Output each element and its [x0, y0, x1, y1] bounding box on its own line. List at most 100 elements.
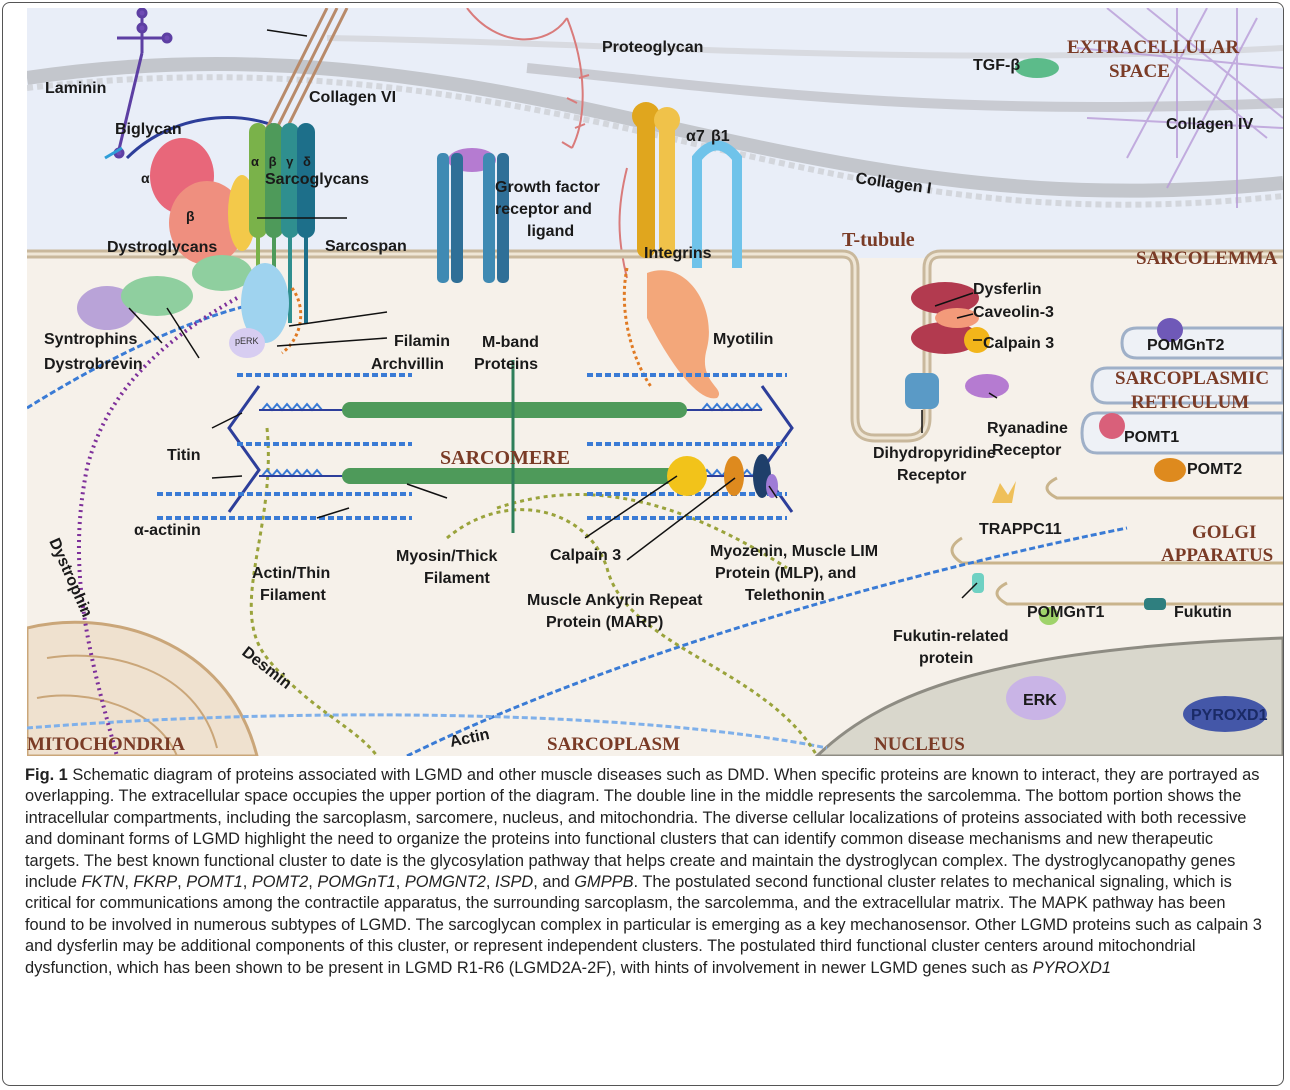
filamin-label: Filamin: [394, 333, 450, 350]
pomt1-label: POMT1: [1124, 429, 1179, 446]
t-tubule-label: T-tubule: [842, 229, 915, 251]
biglycan-label: Biglycan: [115, 121, 182, 138]
dysferlin-label: Dysferlin: [973, 281, 1041, 298]
marp-label-1: Muscle Ankyrin Repeat: [527, 592, 703, 609]
filamin-shape: [241, 263, 289, 343]
beta-label: β: [186, 208, 195, 224]
dystroglycans-label: Dystroglycans: [107, 239, 217, 256]
caption-text: Schematic diagram of proteins associated…: [25, 766, 1260, 892]
sarcoglycan-subunit-letters: α β γ δ: [251, 154, 314, 169]
z-line-left: [227, 385, 261, 513]
fkrp-label-2: protein: [919, 650, 973, 667]
growth-factor-label-1: Growth factor: [495, 179, 600, 196]
fkrp-shape: [972, 573, 984, 593]
calpain3-sarcomere-shape: [667, 456, 707, 496]
myosin-thick-label-2: Filament: [424, 570, 490, 587]
ryanodine-label-2: Receptor: [992, 442, 1061, 459]
caption-gene-pomt2: POMT2: [251, 873, 309, 892]
pointer-arrows: [128, 29, 998, 599]
caption-gene-pomgnt1: POMGnT1: [317, 873, 396, 892]
caption-gene-pyroxd1: PYROXD1: [1032, 958, 1111, 977]
ryanodine-label-1: Ryanadine: [987, 420, 1068, 437]
perk-label: pERK: [235, 336, 259, 346]
growth-factor-label-3: ligand: [527, 223, 574, 240]
dystrobrevin-label: Dystrobrevin: [44, 356, 143, 373]
myotilin-shape: [647, 270, 720, 399]
pomgnt1-label: POMGnT1: [1027, 604, 1104, 621]
ryanodine-shape: [965, 374, 1009, 398]
actin-filament-long: [406, 526, 1128, 756]
trappc11-shape: [992, 481, 1016, 503]
laminin-shape: [104, 8, 173, 160]
sarcoplasm-label: SARCOPLASM: [547, 734, 680, 755]
archvillin-shape: [229, 328, 265, 358]
caption-gene-gmppb: GMPPB: [574, 873, 634, 892]
growth-factor-label-2: receptor and: [495, 201, 592, 218]
beta1-label: β1: [711, 128, 730, 145]
caption-gene-fkrp: FKRP: [133, 873, 178, 892]
dhp-receptor-shape: [905, 373, 939, 409]
erk-shape: [1006, 676, 1066, 720]
myotilin-label: Myotilin: [713, 331, 773, 348]
caveolin-label: Caveolin-3: [973, 304, 1054, 321]
beta-dystroglycan: [169, 181, 245, 265]
sarcolemma-label: SARCOLEMMA: [1136, 248, 1278, 269]
pomgnt1-shape: [1039, 607, 1059, 625]
caption-gene-pomgnt2: POMGNT2: [404, 873, 486, 892]
golgi-apparatus: [950, 476, 1283, 606]
dhp-label-1: Dihydropyridine: [873, 445, 996, 462]
nucleus-label: NUCLEUS: [874, 734, 965, 755]
golgi-label-1: GOLGI: [1192, 522, 1256, 543]
collagen-iv-label: Collagen IV: [1166, 116, 1253, 133]
laminin-label: Laminin: [45, 80, 106, 97]
dhp-label-2: Receptor: [897, 467, 966, 484]
caption-gene-ispd: ISPD: [495, 873, 534, 892]
mitochondria-label: MITOCHONDRIA: [27, 734, 185, 755]
desmin-line: [249, 427, 379, 756]
pomt2-label: POMT2: [1187, 461, 1242, 478]
fukutin-shape: [1144, 598, 1166, 610]
tgf-beta-label: TGF-β: [973, 57, 1020, 74]
pyroxd1-shape: [1183, 696, 1267, 732]
collagen-vi-label: Collagen VI: [309, 89, 396, 106]
sarcoplasmic-label-1: SARCOPLASMIC: [1115, 368, 1269, 389]
marp-shape: [724, 456, 744, 496]
sarcoplasmic-label-2: RETICULUM: [1131, 392, 1249, 413]
integrins-shape: [632, 102, 742, 268]
archvillin-label: Archvillin: [371, 356, 444, 373]
pomgnt2-shape: [1157, 318, 1183, 342]
trappc11-label: TRAPPC11: [979, 521, 1062, 538]
caption-gene-pomt1: POMT1: [186, 873, 243, 892]
alpha7-label: α7: [686, 128, 705, 145]
caption-text-2: The postulated second functional cluster…: [25, 873, 1262, 977]
erk-label: ERK: [1023, 692, 1057, 709]
alpha-actinin-label: α-actinin: [134, 522, 201, 539]
myosin-thick-label-1: Myosin/Thick: [396, 548, 497, 565]
calpain3-sarcomere-label: Calpain 3: [550, 547, 621, 564]
dysferlin-shape: [911, 282, 979, 314]
proteoglycan-label: Proteoglycan: [602, 39, 703, 56]
proteoglycan-shape: [466, 8, 628, 279]
pyroxd1-label: PYROXD1: [1191, 707, 1268, 724]
dystrophin-line: [76, 296, 238, 756]
extracellular-label-1: EXTRACELLULAR: [1067, 37, 1239, 58]
marp-label-2: Protein (MARP): [546, 614, 663, 631]
dystrobrevin-shape: [121, 276, 193, 316]
calpain3-membrane-label: Calpain 3: [983, 335, 1054, 352]
integrins-label: Integrins: [644, 245, 712, 262]
mband-label-2: Proteins: [474, 356, 538, 373]
alpha-label: α: [141, 170, 150, 186]
fukutin-label: Fukutin: [1174, 604, 1232, 621]
actin-thin-label-1: Actin/Thin: [252, 565, 330, 582]
caption-gene-fktn: FKTN: [81, 873, 125, 892]
sarcospan-label: Sarcospan: [325, 238, 407, 255]
pomt2-shape: [1154, 458, 1186, 482]
figure-caption: Fig. 1 Schematic diagram of proteins ass…: [25, 766, 1262, 977]
fkrp-label-1: Fukutin-related: [893, 628, 1009, 645]
tgf-beta-shape: [1015, 58, 1059, 78]
collagen-i-fiber: [27, 56, 1283, 198]
myozenin-label-2: Protein (MLP), and: [715, 565, 856, 582]
pomgnt2-label: POMGnT2: [1147, 337, 1224, 354]
collagen-iv-fiber: [526, 63, 1283, 113]
titin-label: Titin: [167, 447, 200, 464]
